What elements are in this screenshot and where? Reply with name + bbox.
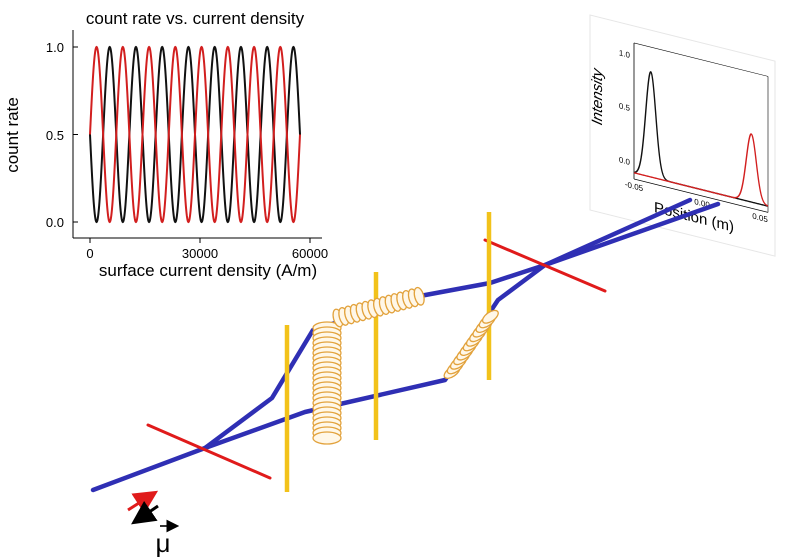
mu-symbol: μ [156,528,171,558]
intensity-y-tick: 0.0 [619,155,631,167]
axis-ticks [73,46,311,243]
x-tick-label: 0 [86,246,93,261]
y-tick-label: 0.0 [46,215,64,230]
black-spin-arrow [131,500,159,525]
vertical-solenoid-coil [312,321,342,445]
diagonal-solenoid-coil [443,309,499,379]
y-axis-label: count rate [3,97,22,173]
intensity-x-tick: 0.05 [752,212,768,225]
x-tick-label: 30000 [182,246,218,261]
intensity-top-axis [634,42,768,77]
intensity-y-label: Intensity [589,66,606,127]
x-axis-label: surface current density (A/m) [99,261,317,280]
coil-winding [413,286,425,306]
first-crystal [146,423,272,480]
chart-title: count rate vs. current density [86,9,305,28]
intensity-y-tick: 0.5 [619,101,631,113]
y-tick-label: 1.0 [46,40,64,55]
red-intensity-peak [634,133,769,207]
analyzer-crystal [483,238,607,293]
intensity-x-axis [634,178,768,213]
x-tick-label: 60000 [292,246,328,261]
spin-indicator: μ [127,490,180,558]
intensity-screen: Intensity 1.0 0.5 0.0 -0.05 0.00 0.05 Po… [589,14,776,257]
coil-winding [481,309,499,324]
y-tick-label: 0.5 [46,128,64,143]
coil-winding [312,431,342,445]
intensity-y-tick: 1.0 [619,48,631,60]
crystal-mirrors [146,238,607,480]
neutron-beams [90,197,721,493]
red-spin-arrow [127,490,159,514]
count-rate-chart: count rate vs. current density count rat… [3,9,328,280]
horizontal-solenoid-coil [332,286,425,328]
red-count-curve [89,45,301,224]
